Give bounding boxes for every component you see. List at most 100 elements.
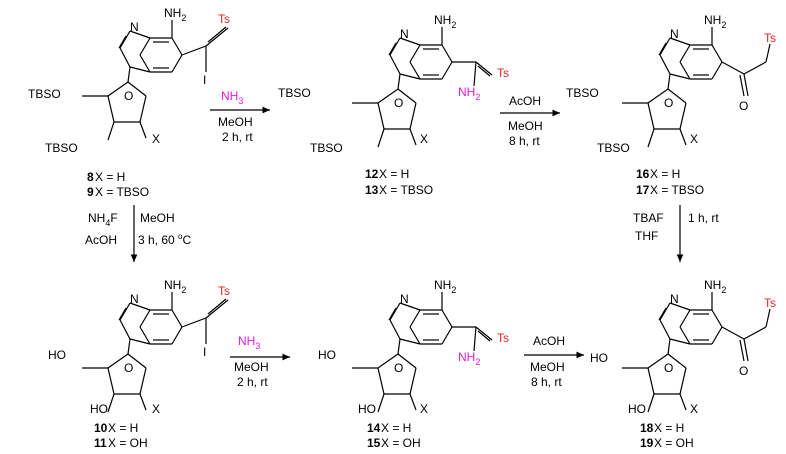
ts-label: Ts <box>764 296 776 310</box>
compound-label: X = TBSO <box>95 185 149 199</box>
o-ring-label: O <box>394 96 403 110</box>
compound-number: 15 <box>367 436 381 450</box>
n-label: N <box>130 20 139 34</box>
reagent-fluoride: TBAF <box>633 211 664 225</box>
reagent-conditions: 3 h, 60 oC <box>138 232 191 247</box>
iodo-label: I <box>203 73 206 87</box>
n-label: N <box>670 292 679 306</box>
n-label: N <box>130 292 139 306</box>
compound-number: 10 <box>94 421 108 435</box>
tbso-label: TBSO <box>278 86 311 100</box>
nh2-label: NH2 <box>164 6 186 23</box>
iodo-label: I <box>203 345 206 359</box>
tbso-label: TBSO <box>310 141 343 155</box>
compound-number: 13 <box>365 183 379 197</box>
tbso-label: TBSO <box>28 87 61 101</box>
o-keto-label: O <box>739 99 748 113</box>
compound-number: 14 <box>367 421 381 435</box>
compound-label: X = H <box>108 421 138 435</box>
reagent-solvent: MeOH <box>234 360 269 374</box>
nh2-label: NH2 <box>704 13 726 30</box>
x-label: X <box>690 132 698 146</box>
ts-label: Ts <box>497 66 509 80</box>
compound-label: X = H <box>379 167 409 181</box>
compound-number: 11 <box>94 436 107 450</box>
x-label: X <box>152 402 160 416</box>
nh2-label: NH2 <box>704 278 726 295</box>
compound-number: 17 <box>636 183 650 197</box>
nh2-amine: NH2 <box>458 350 480 367</box>
reaction-arrow-1: NH3 MeOH 2 h, rt <box>210 89 270 144</box>
o-ring-label: O <box>664 96 673 110</box>
x-label: X <box>690 402 698 416</box>
tbso-label: TBSO <box>45 141 78 155</box>
compound-16-17: N NH2 O TBSO TBSO X Ts O 16 X = H 17 X =… <box>566 13 776 197</box>
ho-label: HO <box>318 348 336 362</box>
reagent-conditions: 2 h, rt <box>237 375 268 389</box>
reagent-nh3: NH3 <box>238 334 260 351</box>
nh2-label: NH2 <box>164 278 186 295</box>
reagent-solvent: MeOH <box>508 119 543 133</box>
n-label: N <box>670 27 679 41</box>
compound-number: 8 <box>87 170 94 184</box>
reagent-acid: AcOH <box>533 334 565 348</box>
compound-10-11: N NH2 O HO HO X Ts I 10 X = H 11 X = OH <box>48 278 230 450</box>
reaction-arrow-6: AcOH MeOH 8 h, rt <box>524 334 584 389</box>
compound-label: X = H <box>654 421 684 435</box>
compound-label: X = OH <box>108 436 148 450</box>
n-label: N <box>400 292 409 306</box>
compound-label: X = H <box>95 170 125 184</box>
reagent-solvent: THF <box>635 229 658 243</box>
nh2-label: NH2 <box>434 278 456 295</box>
reagent-fluoride: NH4F <box>88 211 118 228</box>
compound-18-19: N NH2 O HO HO X Ts O 18 X = H 19 X = OH <box>590 278 776 450</box>
ho-label: HO <box>358 402 376 416</box>
n-label: N <box>400 27 409 41</box>
compound-label: X = OH <box>381 436 421 450</box>
tbso-label: TBSO <box>597 141 630 155</box>
nh2-amine: NH2 <box>458 85 480 102</box>
compound-number: 12 <box>365 167 379 181</box>
compound-label: X = H <box>650 167 680 181</box>
ho-label: HO <box>628 402 646 416</box>
tbso-label: TBSO <box>566 86 599 100</box>
reagent-acid: AcOH <box>509 94 541 108</box>
compound-label: X = OH <box>654 436 694 450</box>
nh2-label: NH2 <box>434 13 456 30</box>
o-ring-label: O <box>394 361 403 375</box>
reagent-conditions: 2 h, rt <box>222 130 253 144</box>
compound-number: 16 <box>636 167 650 181</box>
ts-label: Ts <box>497 331 509 345</box>
o-ring-label: O <box>124 361 133 375</box>
ho-label: HO <box>90 402 108 416</box>
reagent-conditions: 8 h, rt <box>531 375 562 389</box>
reagent-solvent: MeOH <box>140 211 175 225</box>
compound-label: X = TBSO <box>379 183 433 197</box>
reagent-nh3: NH3 <box>221 89 243 106</box>
compound-number: 18 <box>640 421 654 435</box>
reagent-solvent: MeOH <box>218 115 253 129</box>
compound-number: 9 <box>87 185 94 199</box>
compound-label: X = TBSO <box>650 183 704 197</box>
ts-label: Ts <box>764 31 776 45</box>
reagent-conditions: 8 h, rt <box>509 134 540 148</box>
ho-label: HO <box>48 348 66 362</box>
ts-label: Ts <box>218 284 230 298</box>
x-label: X <box>420 132 428 146</box>
o-keto-label: O <box>739 364 748 378</box>
reagent-acid: AcOH <box>85 233 117 247</box>
reaction-arrow-4: TBAF THF 1 h, rt <box>633 205 719 262</box>
reagent-conditions: 1 h, rt <box>688 211 719 225</box>
o-ring-label: O <box>124 89 133 103</box>
x-label: X <box>420 402 428 416</box>
reaction-arrow-3: NH4F AcOH MeOH 3 h, 60 oC <box>85 205 191 262</box>
compound-8-9: N NH2 O TBSO TBSO X Ts I 8 X = H 9 X = T… <box>28 6 230 199</box>
compound-label: X = H <box>381 421 411 435</box>
compound-12-13: N NH2 O TBSO TBSO X Ts NH2 12 X = H 13 X… <box>278 13 509 197</box>
ho-label: HO <box>590 351 608 365</box>
reaction-arrow-5: NH3 MeOH 2 h, rt <box>230 334 290 389</box>
reagent-solvent: MeOH <box>530 360 565 374</box>
x-label: X <box>152 132 160 146</box>
o-ring-label: O <box>664 361 673 375</box>
